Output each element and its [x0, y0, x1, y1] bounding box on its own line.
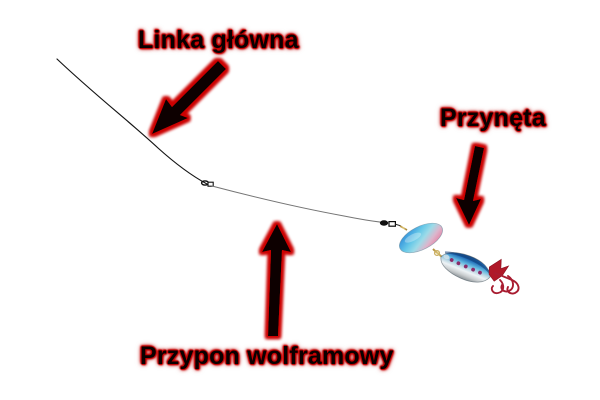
arrow-main-line: [152, 61, 226, 134]
lure-split-ring: [433, 249, 441, 257]
tungsten-leader-line: [211, 185, 389, 224]
line-leader-swivel: [200, 180, 214, 187]
arrow-bait: [456, 146, 484, 225]
lure-body: [440, 251, 491, 283]
lure-front-wire: [399, 225, 408, 231]
lure-assembly: [399, 222, 520, 295]
spinner-blade: [399, 222, 443, 254]
label-bait: Przynęta: [440, 104, 546, 132]
lure-body-spots: [449, 258, 482, 275]
main-fishing-line: [56, 58, 208, 185]
label-leader: Przypon wolframowy: [140, 342, 394, 370]
leader-lure-snap: [379, 220, 402, 227]
lure-tail-fin: [488, 258, 510, 282]
arrow-leader: [262, 224, 291, 336]
treble-hook: [490, 272, 520, 295]
label-main-line: Linka główna: [138, 26, 299, 54]
